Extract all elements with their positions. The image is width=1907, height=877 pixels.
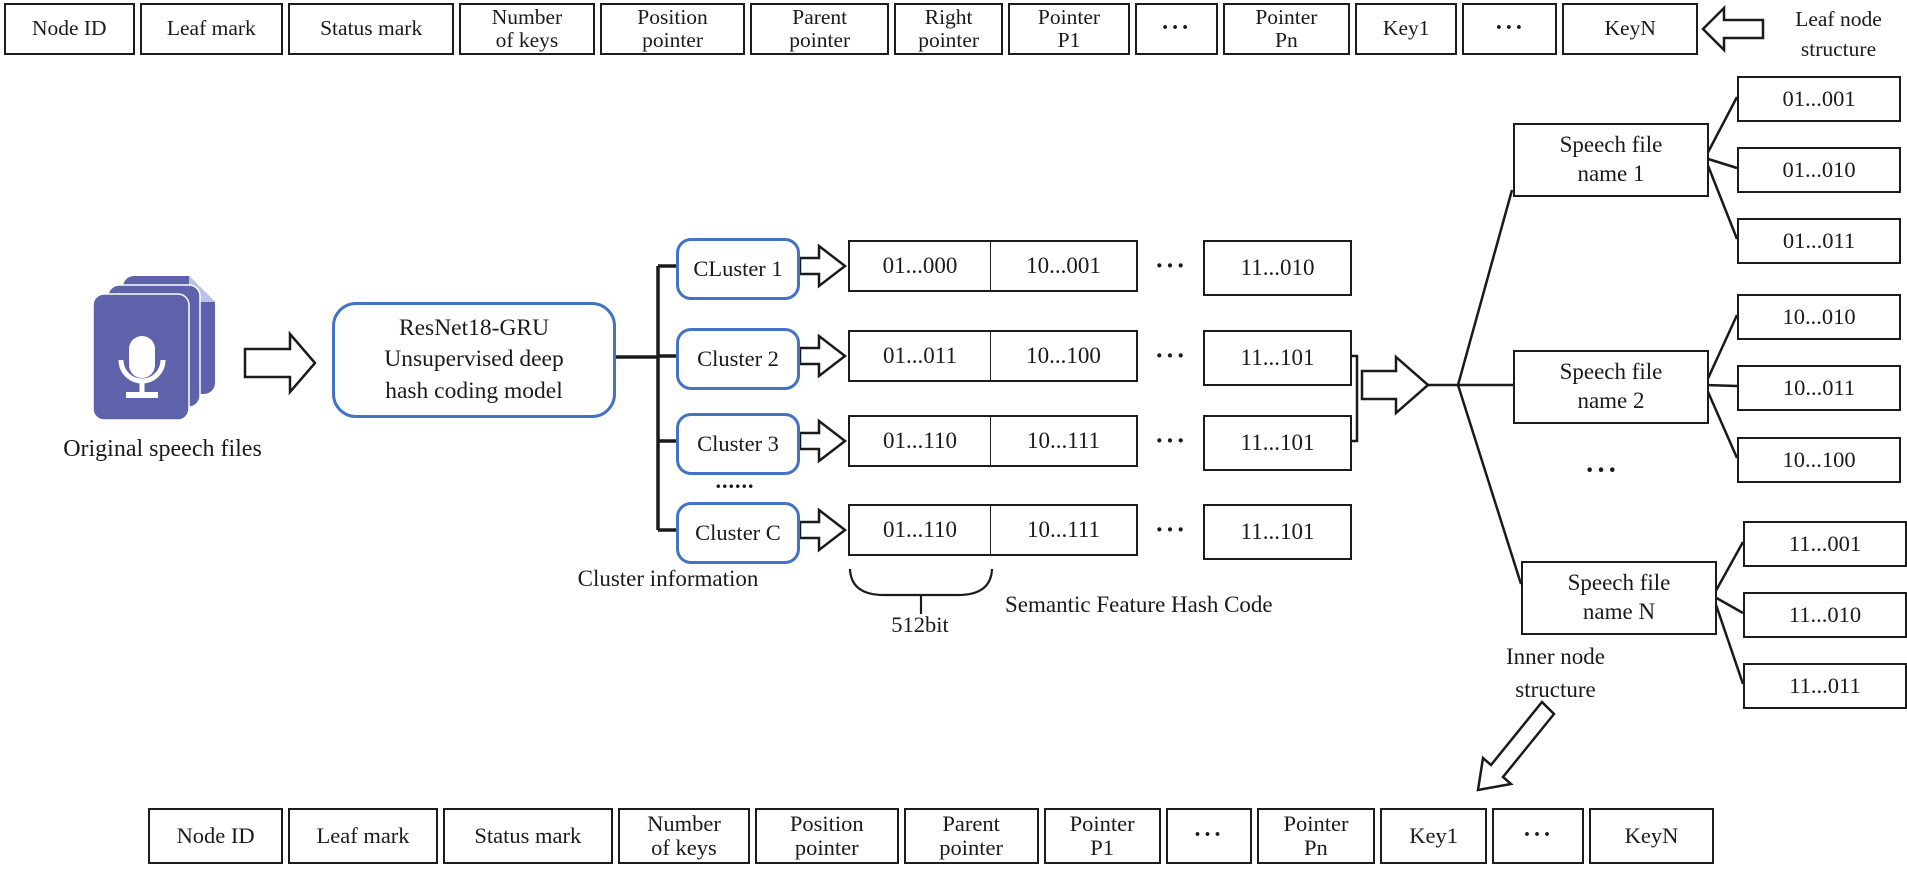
node2-leaf-lines: [1703, 314, 1739, 459]
hash-cell: 10...111: [990, 415, 1138, 467]
hash-cell: 01...110: [848, 504, 991, 556]
leaf-box: 10...100: [1737, 437, 1901, 483]
cluster2-arrow-icon: [798, 333, 848, 379]
table-cell-ellipsis: ···: [1462, 3, 1558, 55]
hash-cell: 11...101: [1203, 504, 1352, 560]
table-cell: Position pointer: [599, 3, 746, 55]
tree-node-1: Speech file name 1: [1513, 123, 1709, 197]
inner-node-structure-label: Inner node structure: [1506, 644, 1605, 703]
bits-brace: [848, 568, 994, 614]
hash-ellipsis: ···: [1154, 515, 1187, 544]
leaf-structure-arrow-icon: [1701, 4, 1765, 54]
table-cell: Node ID: [148, 808, 284, 864]
table-cell: Parent pointer: [903, 808, 1039, 864]
speech-files-icon: [93, 276, 215, 421]
hash-ellipsis: ···: [1154, 341, 1187, 370]
table-cell: KeyN: [1589, 808, 1715, 864]
tree-ellipsis: ···: [1584, 455, 1619, 486]
table-cell: Pointer P1: [1043, 808, 1161, 864]
source-files-label: Original speech files: [63, 436, 262, 462]
table-cell: Position pointer: [755, 808, 899, 864]
cluster-box-3: Cluster 3: [676, 413, 800, 475]
inner-node-table: Node ID Leaf mark Status mark Number of …: [148, 808, 1715, 864]
leaf-box: 01...011: [1737, 218, 1901, 264]
cluster-box-C: Cluster C: [676, 502, 800, 564]
hash-cell: 10...111: [990, 504, 1138, 556]
table-cell: Status mark: [442, 808, 613, 864]
table-cell: Right pointer: [894, 3, 1004, 55]
table-cell-ellipsis: ···: [1134, 3, 1218, 55]
leaf-box: 10...010: [1737, 294, 1901, 340]
leaf-box: 11...010: [1743, 592, 1907, 638]
cluster3-arrow-icon: [798, 418, 848, 464]
hash-cell: 11...101: [1203, 415, 1352, 471]
hash-ellipsis: ···: [1154, 251, 1187, 280]
table-cell: Number of keys: [459, 3, 595, 55]
tree-node-N: Speech file name N: [1521, 561, 1717, 635]
table-cell: Pointer P1: [1008, 3, 1130, 55]
clusterC-arrow-icon: [798, 507, 848, 553]
hash-cell: 01...011: [848, 330, 991, 382]
leaf-box: 11...011: [1743, 663, 1907, 709]
table-cell: Number of keys: [617, 808, 751, 864]
leaf-box: 11...001: [1743, 521, 1907, 567]
hash-cell: 11...101: [1203, 330, 1352, 386]
hash-cell: 10...100: [990, 330, 1138, 382]
source-to-model-arrow-icon: [243, 330, 317, 396]
hash-to-tree-arrow-icon: [1360, 354, 1430, 416]
table-cell: Leaf mark: [139, 3, 284, 55]
hash-ellipsis: ···: [1154, 426, 1187, 455]
table-cell: KeyN: [1562, 3, 1698, 55]
table-cell: Leaf mark: [288, 808, 438, 864]
table-cell-ellipsis: ···: [1491, 808, 1585, 864]
leaf-node-table: Node ID Leaf mark Status mark Number of …: [4, 3, 1698, 55]
cluster-box-2: Cluster 2: [676, 328, 800, 390]
inner-structure-arrow-icon: [1476, 700, 1556, 792]
hash-model-box: ResNet18-GRU Unsupervised deep hash codi…: [332, 302, 616, 418]
hash-merge-line: [1348, 354, 1359, 443]
table-cell: Node ID: [4, 3, 135, 55]
hash-code-caption: Semantic Feature Hash Code: [1005, 592, 1273, 617]
table-cell-ellipsis: ···: [1165, 808, 1252, 864]
cluster1-arrow-icon: [798, 243, 848, 289]
leaf-box: 10...011: [1737, 365, 1901, 411]
table-cell: Key1: [1355, 3, 1458, 55]
tree-node-2: Speech file name 2: [1513, 350, 1709, 424]
cluster-box-1: CLuster 1: [676, 238, 800, 300]
table-cell: Parent pointer: [750, 3, 890, 55]
bits-label: 512bit: [891, 612, 949, 637]
cluster-information-label: Cluster information: [577, 566, 759, 591]
hash-cell: 10...001: [990, 240, 1138, 292]
hash-cell: 01...000: [848, 240, 991, 292]
table-cell: Pointer Pn: [1222, 3, 1351, 55]
root-branch-up-line: [1456, 189, 1514, 386]
nodeN-leaf-lines: [1711, 541, 1745, 685]
hash-cell: 01...110: [848, 415, 991, 467]
node1-leaf-lines: [1703, 96, 1739, 240]
microphone-icon: [129, 336, 155, 378]
hash-cell: 11...010: [1203, 240, 1352, 296]
table-cell: Key1: [1380, 808, 1487, 864]
leaf-node-structure-label: Leaf node structure: [1795, 7, 1882, 62]
cluster-ellipsis: ......: [715, 468, 755, 493]
cluster-stub-lines: [658, 264, 678, 532]
leaf-box: 01...001: [1737, 76, 1901, 122]
root-branch-down-line: [1456, 384, 1523, 585]
table-cell: Pointer Pn: [1256, 808, 1376, 864]
table-cell: Status mark: [288, 3, 455, 55]
leaf-box: 01...010: [1737, 147, 1901, 193]
